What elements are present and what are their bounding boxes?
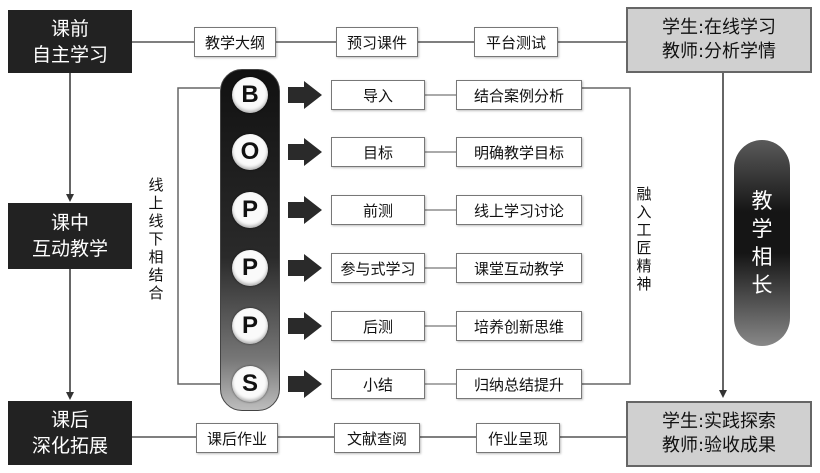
left-bracket [177,87,220,385]
block-arrows [288,81,322,398]
block-arrow [288,370,322,398]
block-arrow [288,312,322,340]
activity-summarize-improve: 归纳总结提升 [456,369,582,399]
vertical-char: 线 [148,176,164,194]
phase-post-line2: 深化拓展 [31,435,108,457]
bopps-letter-p2: P [232,250,268,286]
right-pillar-teaching-learning: 教学相长 [734,140,790,346]
activity-clear-objectives: 明确教学目标 [456,137,582,167]
vertical-char: 线 [148,212,164,230]
phase-mid-line1: 课中 [50,212,89,234]
row-links [425,94,456,385]
activity-classroom-interaction: 课堂互动教学 [456,253,582,283]
top-step-preview-slides: 预习课件 [336,27,418,57]
stage-objective: 目标 [331,137,425,167]
phase-mid-line2: 互动教学 [31,238,108,260]
bopps-letter-b: B [232,77,268,113]
top-step-platform-test: 平台测试 [474,27,558,57]
vertical-char: 相 [751,245,773,269]
block-arrow [288,196,322,224]
vertical-char: 入 [636,203,652,221]
bottom-right-teacher: 教师:验收成果 [661,435,777,456]
stage-posttest: 后测 [331,311,425,341]
vertical-char: 教 [751,189,773,213]
bottom-right-student: 学生:实践探索 [661,411,777,432]
activity-case-analysis: 结合案例分析 [456,80,582,110]
top-right-teacher: 教师:分析学情 [661,41,777,62]
phase-in-class: 课中 互动教学 [8,203,132,269]
bottom-step-presentation: 作业呈现 [476,423,560,453]
vertical-char: 结 [148,266,164,284]
bopps-letter-p3: P [232,308,268,344]
bopps-pill [220,69,280,411]
bottom-right-roles: 学生:实践探索 教师:验收成果 [626,401,812,467]
phase-post-line1: 课后 [50,409,89,431]
bottom-step-homework: 课后作业 [196,423,278,453]
stage-pretest: 前测 [331,195,425,225]
stage-participatory: 参与式学习 [331,253,425,283]
phase-pre-line2: 自主学习 [31,43,108,66]
vertical-char: 匠 [636,239,652,257]
vertical-char: 融 [636,185,652,203]
block-arrow [288,138,322,166]
vertical-char: 相 [148,248,164,266]
top-step-syllabus: 教学大纲 [194,27,276,57]
vertical-char: 神 [636,275,652,293]
vertical-char: 上 [148,194,164,212]
vertical-char: 合 [148,284,164,302]
phase-post-class: 课后 深化拓展 [8,401,132,465]
bottom-step-literature: 文献查阅 [334,423,420,453]
left-note-online-offline: 线上线下相结合 [146,176,166,302]
vertical-char: 工 [636,221,652,239]
vertical-char: 学 [751,217,773,241]
bopps-letter-o: O [232,134,268,170]
block-arrow [288,81,322,109]
top-right-student: 学生:在线学习 [661,17,777,38]
vertical-char: 长 [751,273,773,297]
vertical-char: 下 [148,230,164,248]
top-right-roles: 学生:在线学习 教师:分析学情 [626,7,812,73]
stage-intro: 导入 [331,80,425,110]
vertical-char: 精 [636,257,652,275]
block-arrow [288,254,322,282]
phase-pre-class: 课前 自主学习 [8,10,132,73]
phase-pre-line1: 课前 [50,17,89,40]
bopps-letter-s: S [232,366,268,402]
right-bracket [582,87,631,385]
activity-innovative-thinking: 培养创新思维 [456,311,582,341]
activity-online-discussion: 线上学习讨论 [456,195,582,225]
bopps-letter-p1: P [232,192,268,228]
right-note-craftsmanship: 融入工匠精神 [634,185,654,293]
stage-summary: 小结 [331,369,425,399]
